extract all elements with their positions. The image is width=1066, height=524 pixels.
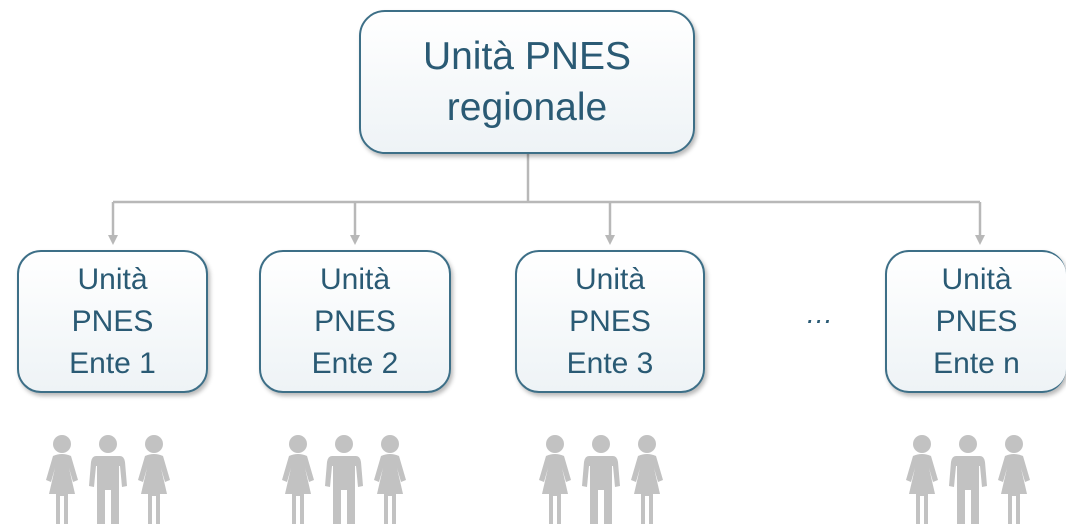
root-node-line-2: regionale xyxy=(446,86,608,129)
person-female-icon xyxy=(46,435,78,524)
unit-node-line: Unità xyxy=(941,262,1012,296)
person-female-icon xyxy=(998,435,1030,524)
unit-node-line: PNES xyxy=(314,304,396,338)
unit-node-line: Ente 1 xyxy=(69,346,156,380)
unit-node-line: Ente n xyxy=(933,346,1020,380)
unit-node-line: PNES xyxy=(569,304,651,338)
person-female-icon xyxy=(906,435,938,524)
unit-node-line: Ente 3 xyxy=(566,346,654,380)
unit-node-line: PNES xyxy=(935,304,1018,338)
people-group-2 xyxy=(278,432,418,524)
person-female-icon xyxy=(282,435,314,524)
person-female-icon xyxy=(631,435,663,524)
unit-node-box-n: Unità PNES Ente n xyxy=(885,250,1066,393)
unit-node-box-3: Unità PNES Ente 3 xyxy=(515,250,705,393)
people-group-1 xyxy=(42,432,182,524)
unit-node-line: Unità xyxy=(574,262,646,296)
person-male-icon xyxy=(949,435,987,524)
unit-node-box-2: Unità PNES Ente 2 xyxy=(259,250,451,393)
unit-node-line: Unità xyxy=(319,262,391,296)
unit-node-box-1: Unità PNES Ente 1 xyxy=(17,250,208,393)
person-male-icon xyxy=(325,435,363,524)
root-node-box: Unità PNES regionale xyxy=(359,10,695,154)
root-node-line-1: Unità PNES xyxy=(422,35,632,78)
person-female-icon xyxy=(539,435,571,524)
person-female-icon xyxy=(374,435,406,524)
people-group-3 xyxy=(535,432,675,524)
person-male-icon xyxy=(582,435,620,524)
ellipsis-text: … xyxy=(805,298,835,329)
people-group-n xyxy=(902,432,1042,524)
unit-node-line: Ente 2 xyxy=(311,346,399,380)
person-female-icon xyxy=(138,435,170,524)
unit-node-line: PNES xyxy=(71,304,154,338)
person-male-icon xyxy=(89,435,127,524)
unit-node-line: Unità xyxy=(77,262,148,296)
